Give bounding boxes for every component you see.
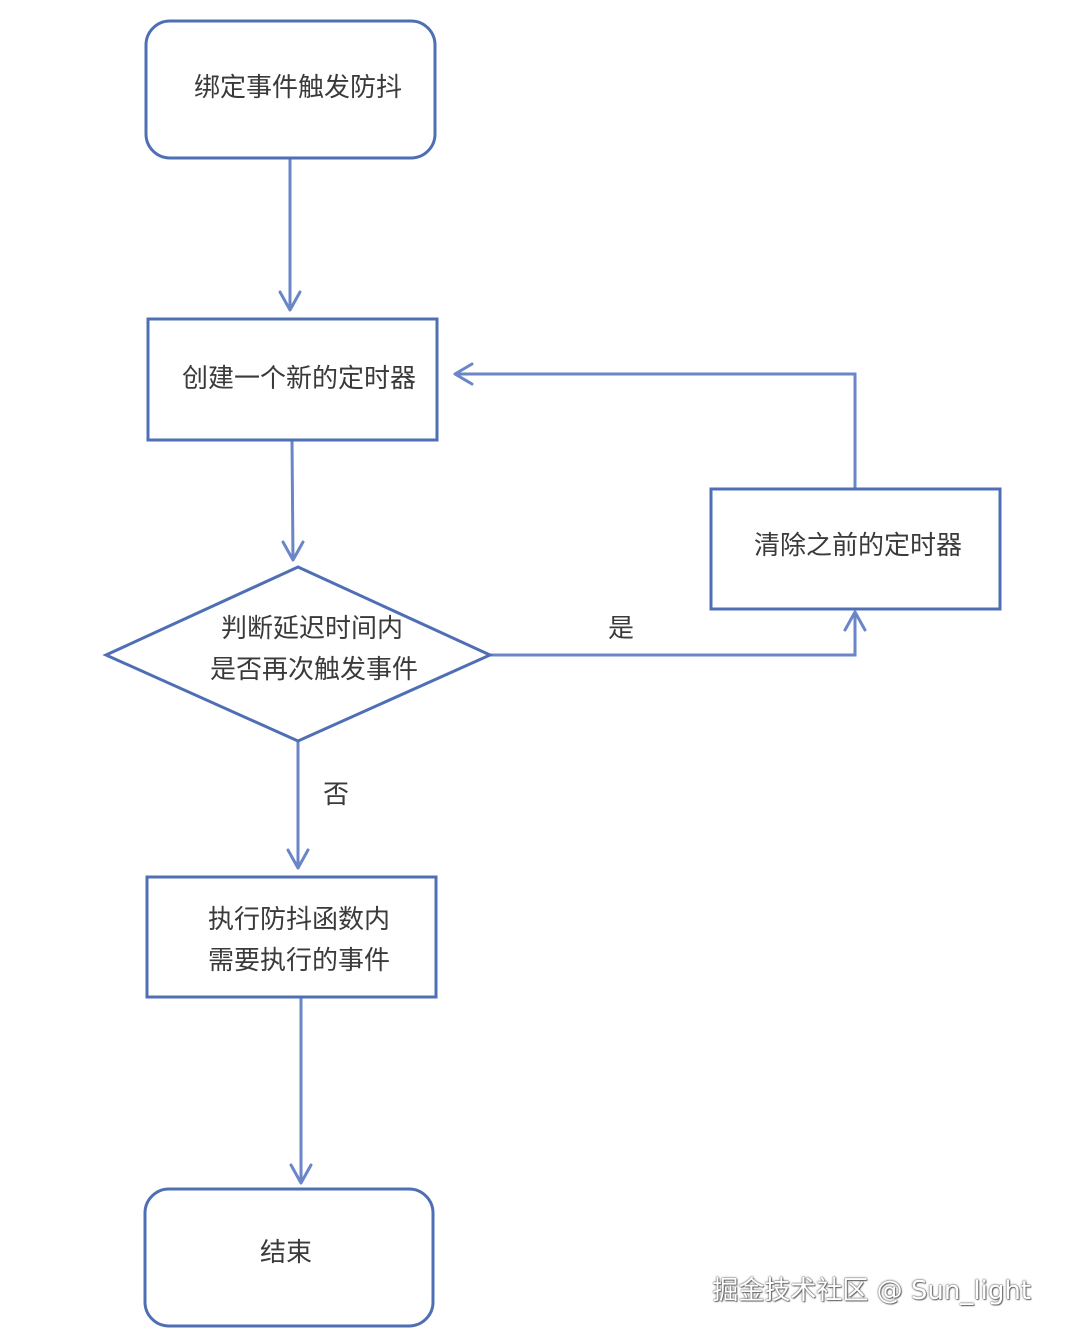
node-execute-label-line1: 执行防抖函数内 [208,905,390,935]
edge-create-to-decision [281,439,305,562]
node-decision-label-line2: 是否再次触发事件 [210,655,418,685]
node-execute-label-line2: 需要执行的事件 [208,946,390,976]
edge-clear-to-create-loop [453,362,857,489]
node-create-timer: 创建一个新的定时器 [146,317,439,442]
edge-execute-to-end [289,998,313,1185]
edge-label-yes: 是 [608,614,634,644]
node-start-label: 绑定事件触发防抖 [194,73,402,103]
node-create-timer-label: 创建一个新的定时器 [182,364,416,394]
edge-decision-to-execute-no [286,741,310,870]
node-start: 绑定事件触发防抖 [144,19,437,160]
edge-decision-to-clear-yes [490,610,867,657]
node-decision-label-line1: 判断延迟时间内 [221,614,403,644]
node-execute: 执行防抖函数内 需要执行的事件 [145,875,438,999]
node-clear-timer-label: 清除之前的定时器 [754,531,962,561]
edge-label-no: 否 [323,780,349,810]
node-decision: 判断延迟时间内 是否再次触发事件 [102,565,494,743]
node-clear-timer: 清除之前的定时器 [709,487,1002,611]
watermark: 掘金技术社区 @ Sun_light [712,1276,1031,1306]
edge-start-to-create [278,158,302,312]
node-end: 结束 [143,1187,435,1328]
node-end-label: 结束 [260,1238,312,1268]
